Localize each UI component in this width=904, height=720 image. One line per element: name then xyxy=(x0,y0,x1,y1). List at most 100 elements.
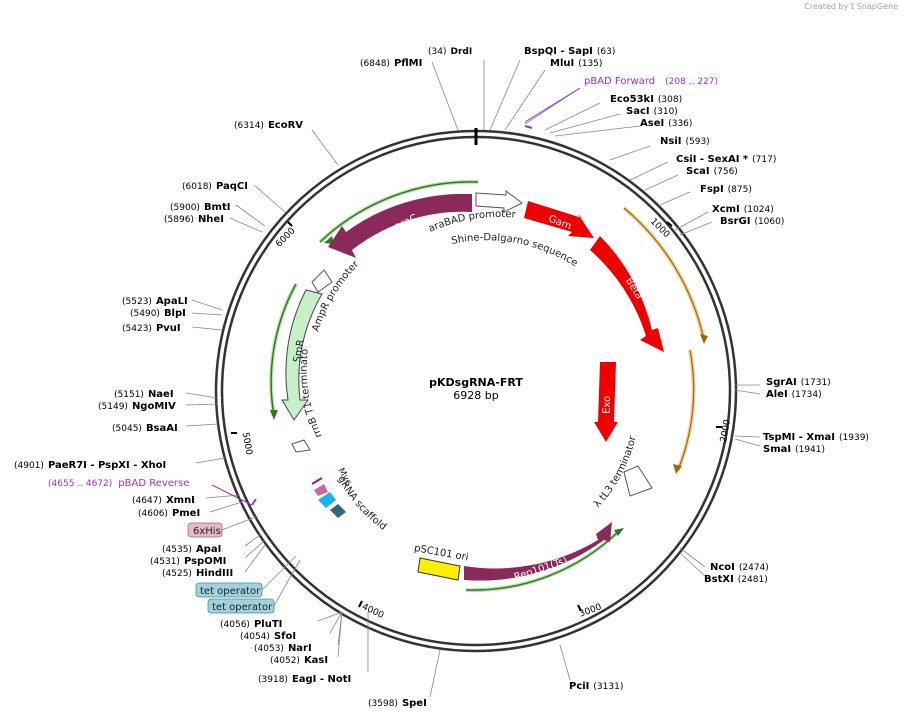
svg-text:(4531)PspOMI: (4531)PspOMI xyxy=(150,556,226,567)
svg-text:Eco53kI(308): Eco53kI(308) xyxy=(610,94,682,105)
features: araC araBAD promoter Shine-Dalgarno sequ… xyxy=(0,0,664,581)
rep101-arrow xyxy=(464,522,612,581)
enzyme-pos: (5151) xyxy=(114,390,144,400)
tet-operator-label-1: tet operator xyxy=(200,586,261,597)
svg-text:AseI(336): AseI (336) xyxy=(640,118,692,129)
svg-text:(4535)ApaI: (4535) ApaI xyxy=(162,544,221,555)
enzyme-name: FspI xyxy=(700,184,724,195)
svg-text:(5149)NgoMIV: (5149)NgoMIV xyxy=(98,401,176,412)
enzyme-pos: (5896) xyxy=(164,215,194,225)
svg-text:(4647)XmnI: (4647)XmnI xyxy=(132,495,195,506)
primer-pos: (4655 .. 4672) xyxy=(48,479,112,489)
enzyme-name: TspMI - XmaI xyxy=(763,432,835,443)
enzyme-pos: (5490) xyxy=(130,309,160,319)
svg-text:(5151)NaeI: (5151) NaeI xyxy=(114,389,174,400)
enzyme-name: BsaAI xyxy=(146,423,178,434)
svg-text:TspMI - XmaI(1939): TspMI - XmaI (1939) xyxy=(763,432,869,443)
enzyme-pos: (5900) xyxy=(170,203,200,213)
gam-arrow xyxy=(524,201,594,238)
tick-5000: 5000 xyxy=(240,432,254,457)
svg-text:BspQI - SapI(63): BspQI - SapI(63) xyxy=(524,46,615,57)
svg-text:(34)DrdI: (34) DrdI xyxy=(428,47,472,57)
enzyme-name: BmtI xyxy=(204,202,231,213)
enzyme-name: ApaI xyxy=(196,544,221,555)
enzyme-name: DrdI xyxy=(450,47,472,57)
svg-text:(5045)BsaAI: (5045)BsaAI xyxy=(112,423,178,434)
svg-text:SacI(310): SacI(310) xyxy=(626,106,678,117)
primer-labels: pBAD Forward(208 .. 227) (4655 .. 4672) p… xyxy=(48,76,718,489)
enzyme-pos: (2474) xyxy=(739,563,769,573)
myc-tag xyxy=(314,484,328,496)
enzyme-name: CsiI - SexAI * xyxy=(676,154,749,165)
enzyme-pos: (717) xyxy=(752,155,776,165)
enzyme-pos: (1060) xyxy=(754,217,784,227)
cyan-marker xyxy=(318,492,336,508)
enzyme-pos: (5149) xyxy=(98,402,128,412)
ampr-promoter xyxy=(311,269,333,293)
enzyme-name: PaeR7I - PspXI - XhoI xyxy=(48,460,166,471)
svg-text:(4054)SfoI: (4054)SfoI xyxy=(240,631,296,642)
enzyme-name: ApaLI xyxy=(156,296,188,307)
svg-text:(5490)BlpI: (5490)BlpI xyxy=(130,308,186,319)
svg-text:ScaI(756): ScaI(756) xyxy=(686,166,738,177)
snapgene-name: SnapGene xyxy=(856,2,898,11)
enzyme-labels: (34)DrdI BspQI - SapI(63) MluI(135) Eco5… xyxy=(14,46,869,709)
enzyme-pos: (1941) xyxy=(795,445,825,455)
enzyme-name: PluTI xyxy=(254,619,282,630)
enzyme-pos: (3131) xyxy=(593,682,623,692)
enzyme-pos: (1731) xyxy=(801,378,831,388)
rrnb-terminator-label: rrnB T1 terminator xyxy=(0,0,325,439)
svg-text:AleI(1734): AleI(1734) xyxy=(766,389,822,400)
svg-text:(4053)NarI: (4053) NarI xyxy=(254,643,312,654)
enzyme-pos: (34) xyxy=(428,47,446,57)
svg-text:(4052)KasI: (4052)KasI xyxy=(270,655,328,666)
enzyme-name: PspOMI xyxy=(184,556,226,567)
enzyme-name: SfoI xyxy=(274,631,296,642)
svg-text:NsiI(593): NsiI(593) xyxy=(660,136,710,147)
enzyme-pos: (2481) xyxy=(738,575,768,585)
enzyme-pos: (5423) xyxy=(122,324,152,334)
enzyme-name: KasI xyxy=(304,655,328,666)
primer-name: pBAD Reverse xyxy=(118,478,189,489)
enzyme-pos: (4647) xyxy=(132,496,162,506)
primer-pos: (208 .. 227) xyxy=(665,77,718,87)
enzyme-name: EagI - NotI xyxy=(292,674,351,685)
exo-label: Exo xyxy=(602,396,614,414)
svg-text:(4056)PluTI: (4056)PluTI xyxy=(220,619,282,630)
enzyme-name: SmaI xyxy=(763,444,791,455)
svg-text:FspI(875): FspI(875) xyxy=(700,184,752,195)
enzyme-pos: (4606) xyxy=(138,509,168,519)
enzyme-pos: (4535) xyxy=(162,545,192,555)
primers xyxy=(211,87,581,506)
svg-text:(5896)NheI: (5896) NheI xyxy=(164,214,224,225)
enzyme-pos: (336) xyxy=(668,119,692,129)
enzyme-name: PciI xyxy=(569,681,589,692)
enzyme-name: SgrAI xyxy=(766,377,797,388)
leader-lines xyxy=(185,59,761,698)
svg-text:SmaI(1941): SmaI (1941) xyxy=(763,444,825,455)
enzyme-name: NaeI xyxy=(148,389,174,400)
enzyme-name: XcmI xyxy=(712,204,740,215)
enzyme-name: PflMI xyxy=(394,58,422,69)
enzyme-name: NsiI xyxy=(660,136,681,147)
enzyme-pos: (1939) xyxy=(839,433,869,443)
enzyme-name: SacI xyxy=(626,106,650,117)
enzyme-name: AseI xyxy=(640,118,664,129)
his-tag-label: 6xHis xyxy=(193,526,221,537)
enzyme-name: NarI xyxy=(288,643,312,654)
enzyme-name: HindIII xyxy=(196,568,233,579)
arac-arrow xyxy=(328,193,472,258)
svg-text:(6848)PflMI: (6848)PflMI xyxy=(360,58,422,69)
enzyme-pos: (4053) xyxy=(254,644,284,654)
enzyme-name: NheI xyxy=(198,214,224,225)
beta-arrow xyxy=(590,236,664,352)
tl3-terminator xyxy=(623,465,653,497)
svg-text:(5900)BmtI: (5900) BmtI xyxy=(170,202,230,213)
shine-dalgarno-label: Shine-Dalgarno sequence xyxy=(450,232,579,269)
psc101-ori xyxy=(417,557,461,581)
enzyme-name: NcoI xyxy=(710,562,735,573)
svg-text:(3598)SpeI: (3598)SpeI xyxy=(368,698,427,709)
svg-text:pBAD Forward(208 .. 227): pBAD Forward(208 .. 227) xyxy=(584,76,718,87)
enzyme-name: MluI xyxy=(550,58,574,69)
